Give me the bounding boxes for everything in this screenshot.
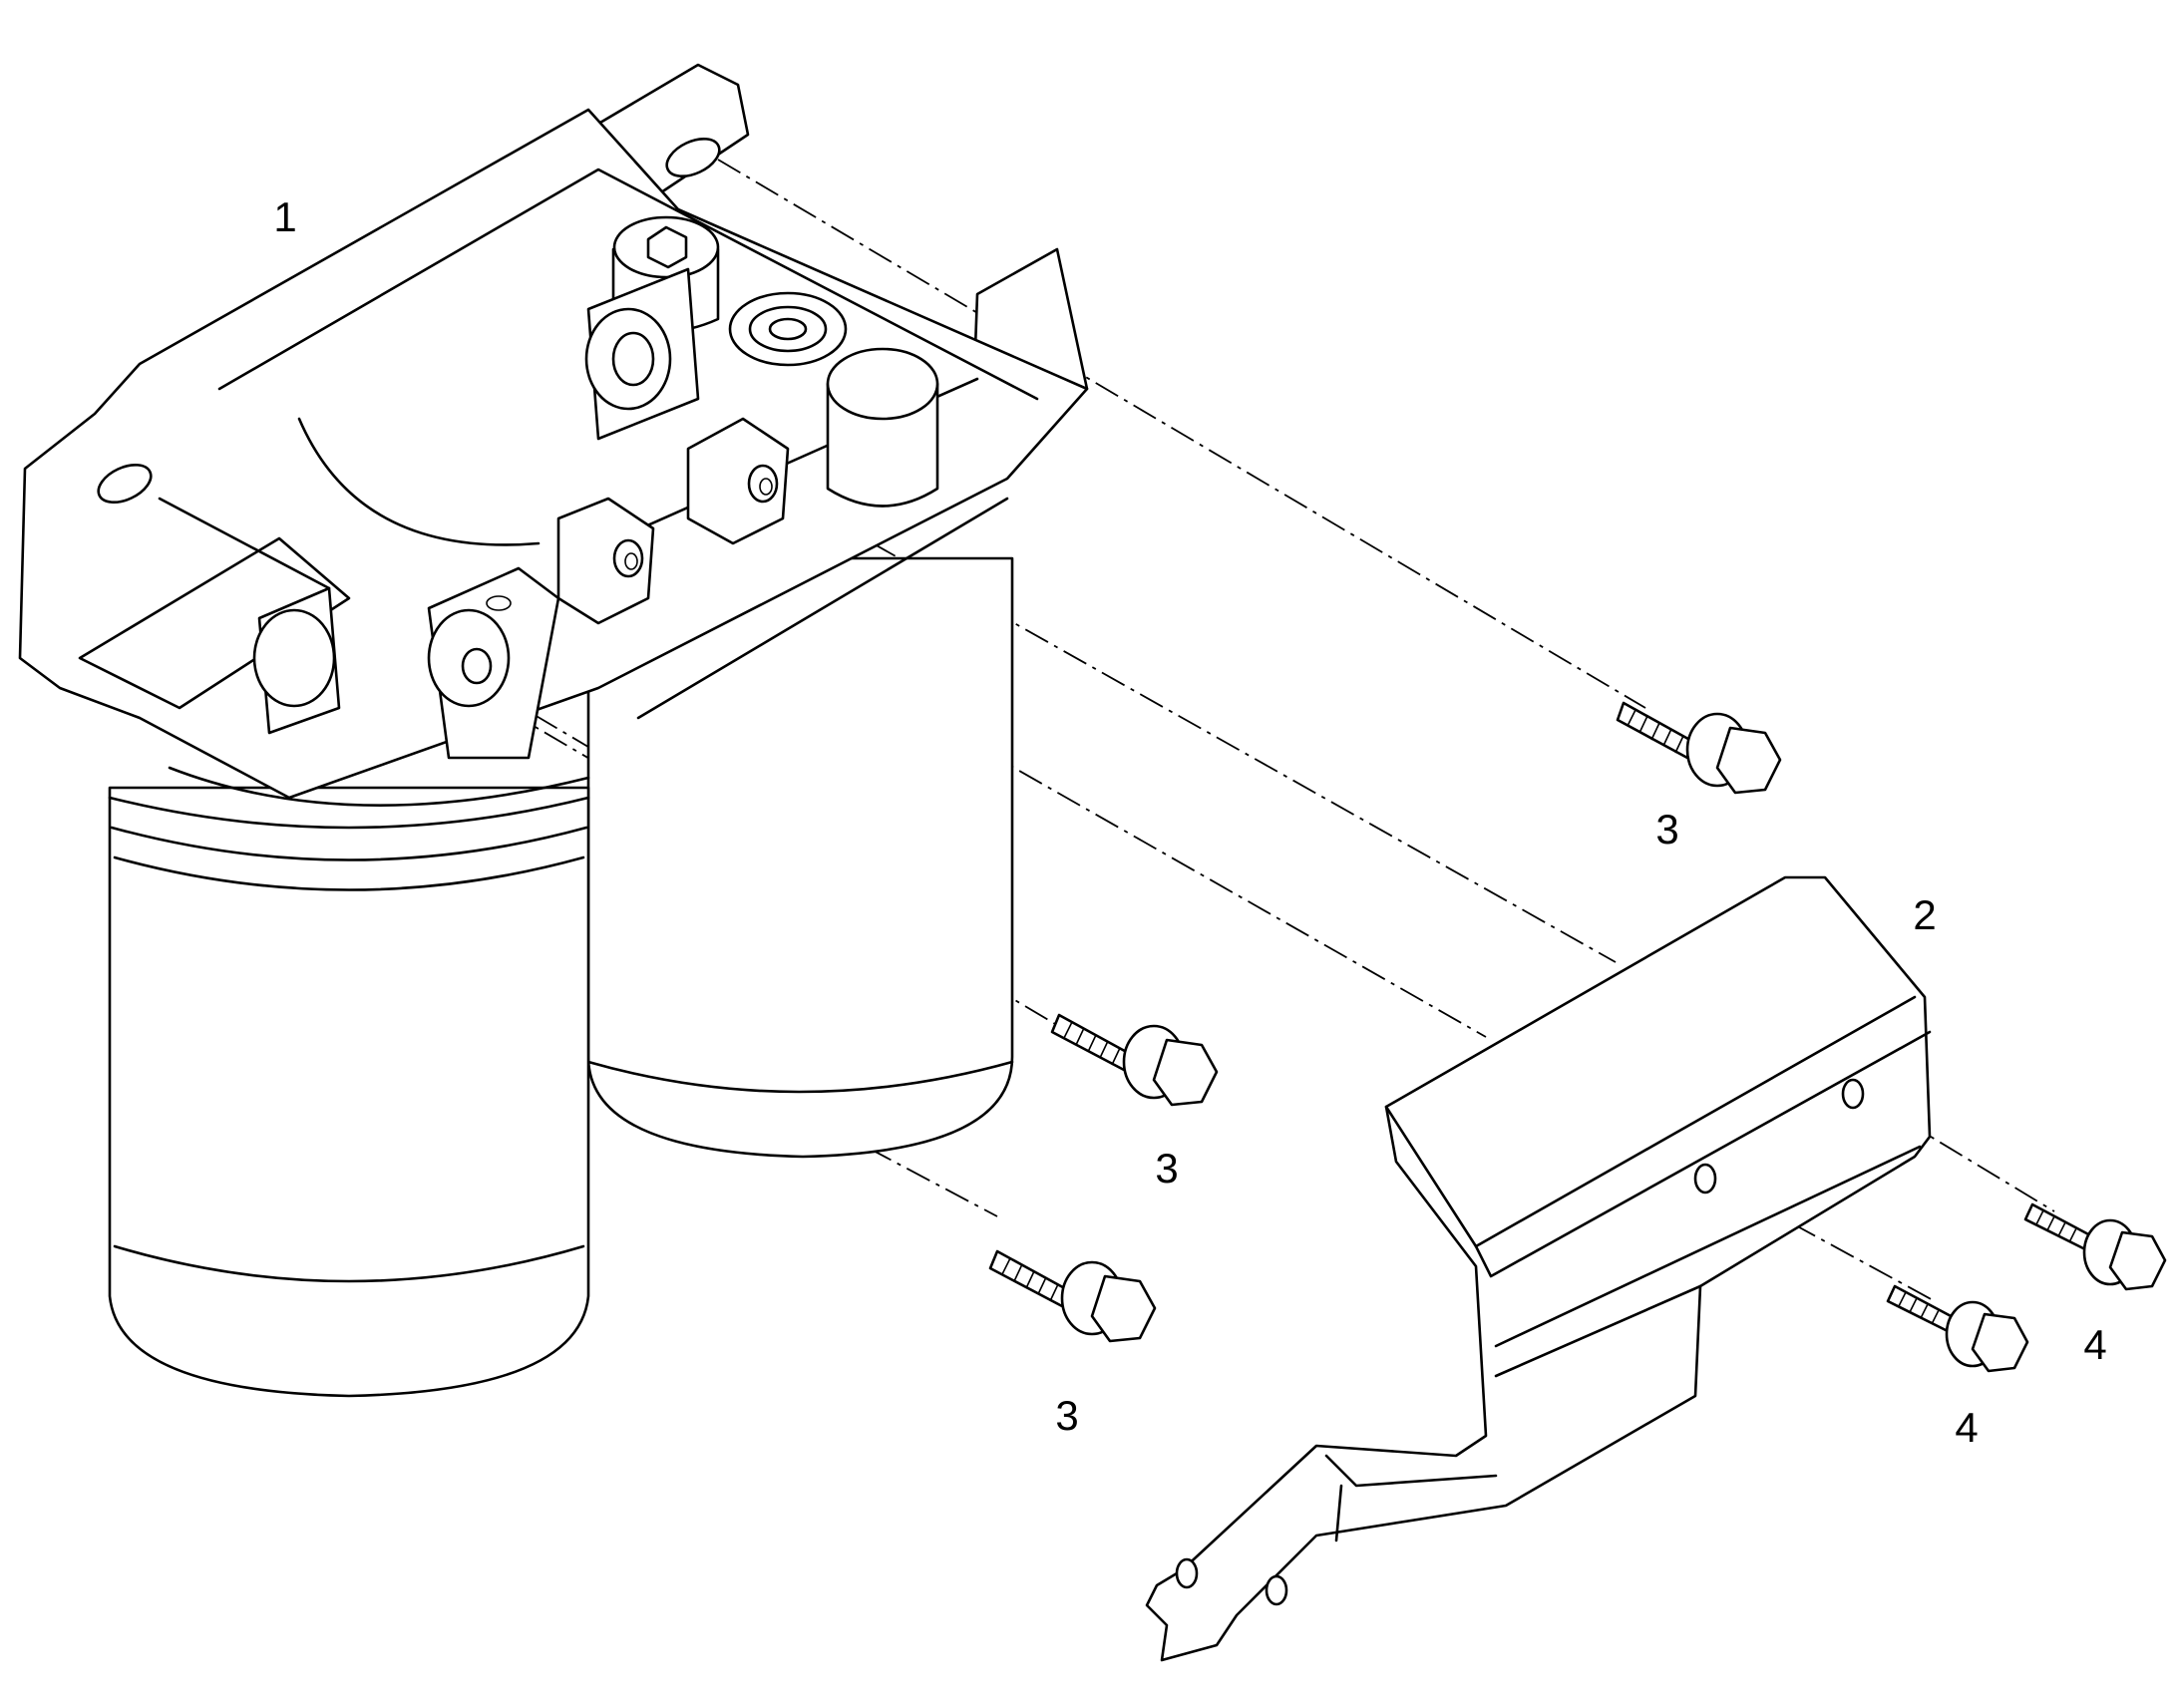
cap-screw-upper-right [1616,701,1782,795]
callout-3-middle: 3 [1155,1145,1178,1192]
cap-screw-bracket-left [1886,1284,2029,1373]
cap-screw-middle [1050,1013,1219,1107]
inlet-port-fitting [584,267,700,441]
filter-canister-front [108,786,590,1398]
mounting-bracket [1145,875,1932,1662]
callout-4-left: 4 [1955,1404,1978,1451]
cap-screw-bracket-right [2023,1202,2167,1291]
callout-1-filter-head: 1 [273,193,296,240]
center-port-plug [728,291,848,367]
outlet-port-fitting-right [427,566,560,760]
callout-4-right: 4 [2083,1321,2106,1368]
filter-canister-rear [586,556,1014,1159]
cap-screw-lower [988,1249,1157,1343]
round-plug-cap [826,347,939,508]
outlet-port-fitting-left [252,586,341,735]
callout-3-upper: 3 [1655,806,1678,853]
bleed-screw-boss-upper [686,417,790,545]
callout-2-bracket: 2 [1913,891,1936,938]
callout-3-lower: 3 [1055,1392,1078,1439]
